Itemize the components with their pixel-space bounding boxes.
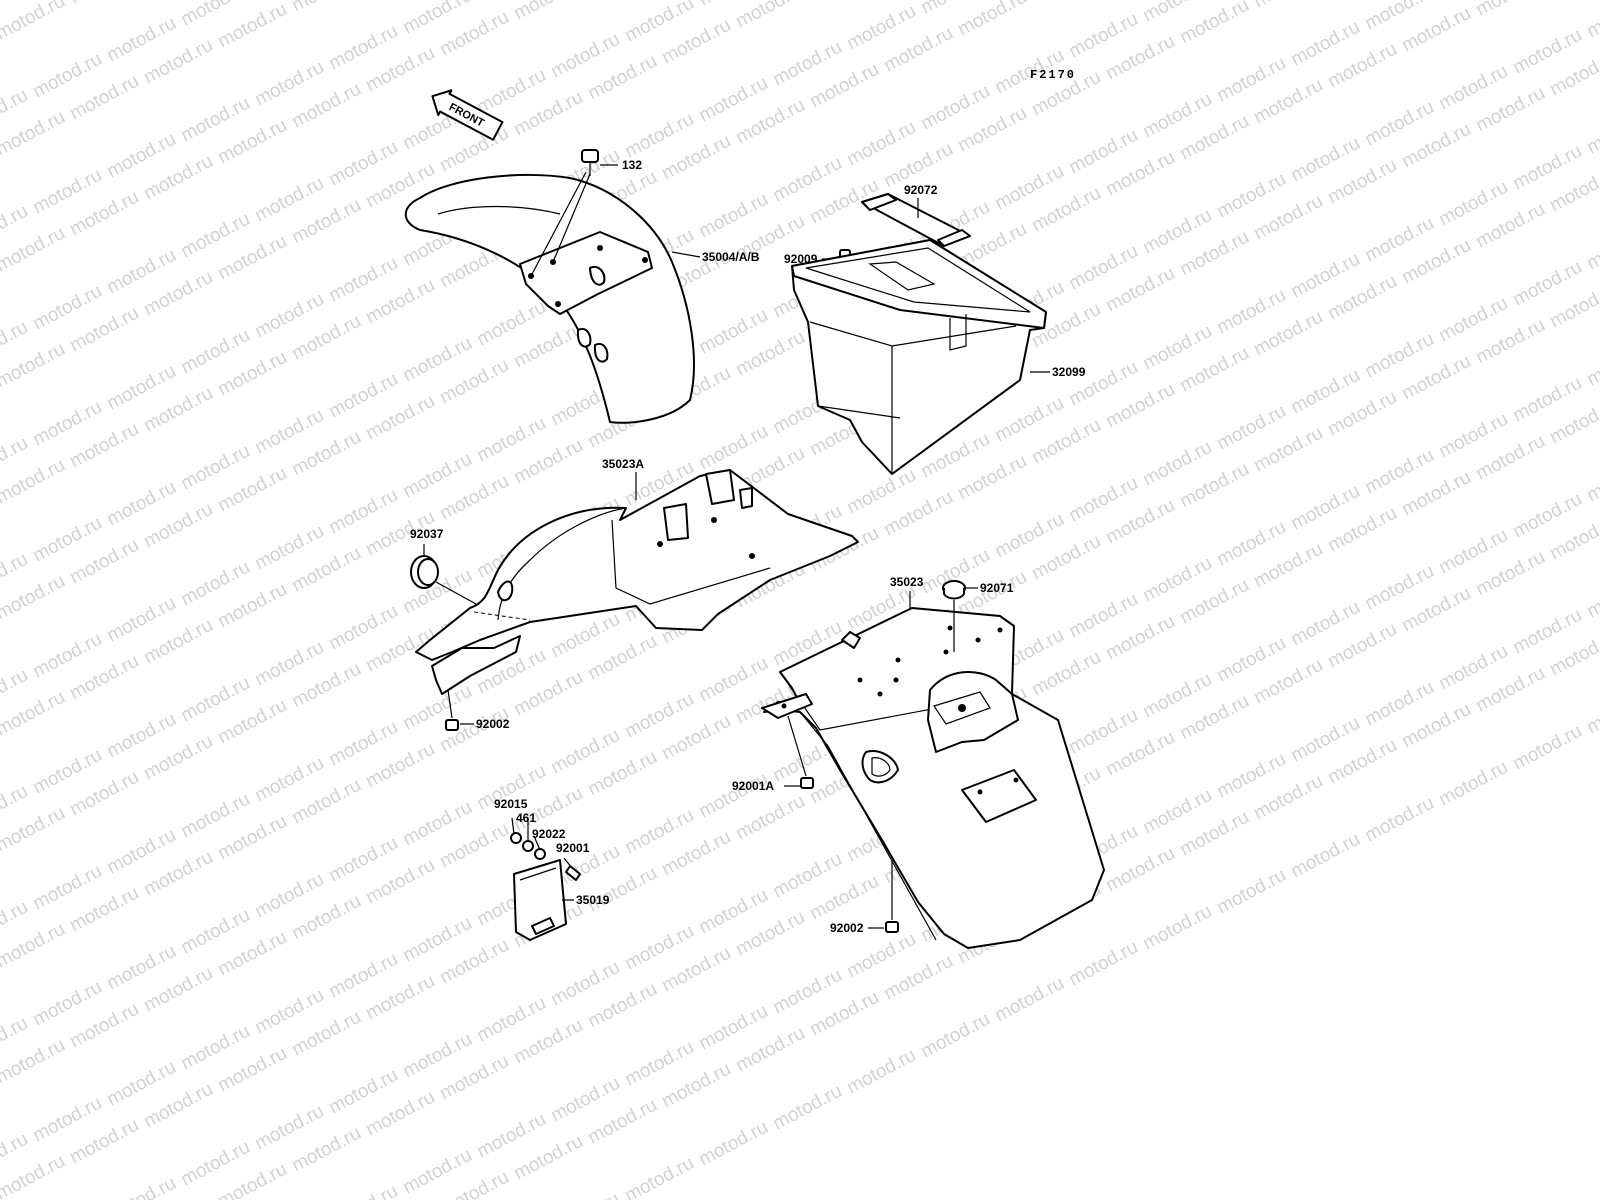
- label-35023A: 35023A: [602, 457, 644, 471]
- watermark-text: motod.ru: [769, 1081, 845, 1135]
- watermark-text: motod.ru: [695, 1117, 771, 1171]
- watermark-text: motod.ru: [1250, 0, 1326, 12]
- label-92001: 92001: [556, 841, 590, 855]
- watermark-text: motod.ru: [1583, 569, 1600, 623]
- label-92037: 92037: [410, 527, 444, 541]
- front-arrow-shape: [431, 89, 504, 141]
- rear-fender-rear-35023: [761, 607, 1105, 949]
- bolt-92002-lower: [868, 860, 899, 933]
- grommet-92037: [410, 544, 477, 605]
- watermark-text: motod.ru: [1472, 0, 1548, 20]
- bolt-132: [530, 149, 618, 277]
- reflector-35019: [513, 859, 567, 941]
- strap-92072: [861, 193, 971, 247]
- grommet-92071: [942, 580, 978, 652]
- watermark-text: motod.ru: [325, 1181, 401, 1200]
- label-35019: 35019: [576, 893, 610, 907]
- reflector-assembly: [510, 817, 581, 941]
- watermark-text: motod.ru: [510, 0, 586, 24]
- label-35004: 35004/A/B: [702, 250, 760, 264]
- watermark-text: motod.ru: [1583, 221, 1600, 275]
- watermark-text: motod.ru: [1435, 757, 1511, 811]
- watermark-text: motod.ru: [1509, 721, 1585, 775]
- watermark-text: motod.ru: [0, 1035, 69, 1089]
- watermark-text: motod.ru: [0, 0, 69, 44]
- front-fender: [404, 173, 695, 424]
- bolt-92002-upper: [445, 689, 474, 731]
- label-92001A: 92001A: [732, 779, 774, 793]
- watermark-text: motod.ru: [1583, 337, 1600, 391]
- rear-fender-front-35023A: [415, 469, 859, 695]
- tray-32099: [791, 239, 1047, 475]
- watermark-text: motod.ru: [1065, 937, 1141, 991]
- watermark-text: motod.ru: [843, 1045, 919, 1099]
- washer-461: [522, 840, 534, 852]
- label-92002-upper: 92002: [476, 717, 510, 731]
- watermark-text: motod.ru: [732, 0, 808, 32]
- label-92071: 92071: [980, 581, 1014, 595]
- label-132: 132: [622, 158, 642, 172]
- watermark-text: motod.ru: [288, 0, 364, 16]
- watermark-text: motod.ru: [103, 1173, 179, 1200]
- label-35023: 35023: [890, 575, 924, 589]
- watermark-text: motod.ru: [0, 919, 69, 973]
- watermark-text: motod.ru: [1028, 0, 1104, 4]
- label-92015: 92015: [494, 797, 528, 811]
- watermark-text: motod.ru: [1583, 453, 1600, 507]
- watermark-text: motod.ru: [0, 571, 69, 625]
- watermark-text: motod.ru: [1583, 685, 1600, 739]
- watermark-text: motod.ru: [0, 687, 69, 741]
- screw-92001: [565, 865, 581, 881]
- label-92002-lower: 92002: [830, 921, 864, 935]
- label-92022: 92022: [532, 827, 566, 841]
- watermark-text: motod.ru: [0, 223, 69, 277]
- watermark-text: motod.ru: [1213, 865, 1289, 919]
- watermark-text: motod.ru: [917, 1009, 993, 1063]
- watermark-text: motod.ru: [1583, 0, 1600, 42]
- washer-92022: [534, 848, 546, 860]
- watermark-text: motod.ru: [1139, 901, 1215, 955]
- watermark-text: motod.ru: [547, 1189, 623, 1200]
- bolt-92001A: [784, 715, 814, 789]
- figure-code: F2170: [1030, 68, 1076, 82]
- watermark-text: motod.ru: [66, 0, 142, 8]
- nut-92015: [510, 832, 522, 844]
- watermark-text: motod.ru: [621, 1153, 697, 1200]
- watermark-text: motod.ru: [991, 973, 1067, 1027]
- watermark-text: motod.ru: [0, 803, 69, 857]
- label-32099: 32099: [1052, 365, 1086, 379]
- watermark-text: motod.ru: [1287, 829, 1363, 883]
- label-461: 461: [516, 811, 536, 825]
- watermark-text: motod.ru: [0, 455, 69, 509]
- watermark-text: motod.ru: [954, 0, 1030, 40]
- watermark-text: motod.ru: [1583, 105, 1600, 159]
- watermark-text: motod.ru: [0, 339, 69, 393]
- label-92072: 92072: [904, 183, 938, 197]
- watermark-text: motod.ru: [0, 107, 69, 161]
- watermark-text: motod.ru: [1361, 793, 1437, 847]
- watermark-text: motod.ru: [1176, 0, 1252, 48]
